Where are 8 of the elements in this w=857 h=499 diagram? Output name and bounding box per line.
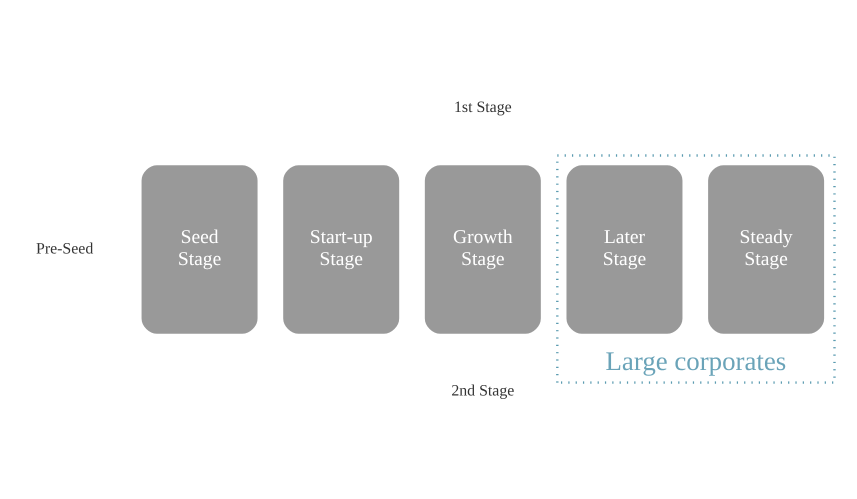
label: 1st Stage — [454, 99, 512, 116]
node-box: Later Stage — [566, 165, 682, 334]
node-box: Seed Stage — [142, 165, 258, 334]
node-box: Steady Stage — [708, 165, 824, 334]
label: Pre-Seed — [36, 240, 94, 258]
label: 2nd Stage — [451, 382, 514, 400]
node-box: Growth Stage — [424, 165, 541, 334]
node-box: Start-up Stage — [283, 165, 400, 334]
